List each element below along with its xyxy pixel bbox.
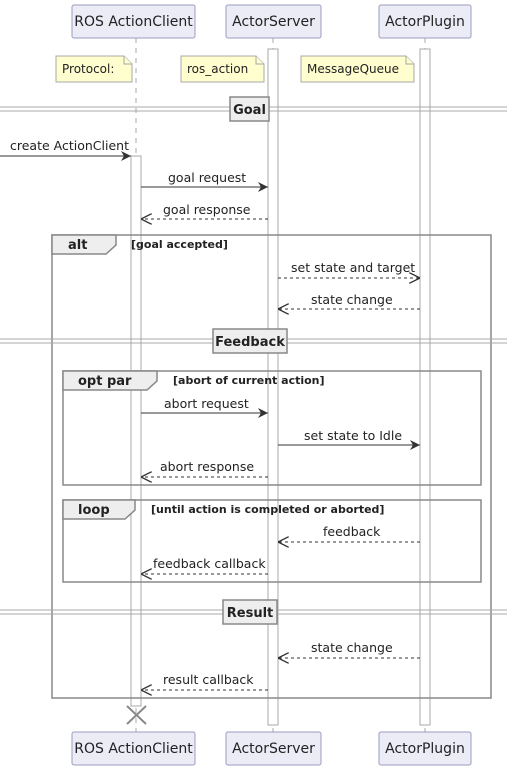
participant-top-server[interactable]: ActorServer [225, 4, 322, 39]
message-text: set state and target [291, 260, 415, 275]
message-text: abort request [164, 396, 249, 411]
message-text: state change [311, 640, 393, 655]
divider-label-goal: Goal [233, 103, 266, 118]
message-create-actionclient: create ActionClient [0, 138, 131, 161]
frame-guard-opt-par: [abort of current action] [173, 374, 325, 387]
participant-bottom-server[interactable]: ActorServer [225, 731, 322, 766]
note-protocol: Protocol: [55, 55, 133, 83]
note-text-protocol: Protocol: [62, 62, 114, 76]
frame-loop: loop [until action is completed or abort… [62, 499, 482, 583]
participant-bottom-plugin[interactable]: ActorPlugin [378, 731, 472, 766]
message-feedback: feedback [278, 524, 420, 542]
message-text: feedback [323, 524, 381, 539]
note-text-message-queue: MessageQueue [307, 62, 399, 76]
divider-result: Result [0, 599, 507, 625]
frame-label-alt: alt [68, 238, 87, 253]
activation-server [267, 48, 279, 726]
message-text: abort response [160, 459, 254, 474]
divider-label-feedback: Feedback [215, 335, 285, 350]
message-text: goal response [163, 202, 251, 217]
note-text-ros-action: ros_action [187, 62, 248, 76]
note-ros-action: ros_action [180, 55, 265, 83]
note-message-queue: MessageQueue [300, 55, 415, 83]
message-state-change-1: state change [278, 292, 420, 309]
frame-alt: alt [goal accepted] [51, 234, 492, 699]
message-abort-response: abort response [141, 459, 268, 477]
participant-label: ROS ActionClient [74, 741, 193, 757]
message-goal-response: goal response [141, 202, 268, 219]
message-text: create ActionClient [10, 138, 129, 153]
message-abort-request: abort request [141, 396, 268, 418]
activation-plugin [419, 48, 431, 726]
message-state-change-2: state change [278, 640, 420, 658]
participant-label: ActorServer [232, 741, 315, 757]
participant-label: ROS ActionClient [74, 14, 193, 30]
divider-goal: Goal [0, 96, 507, 122]
activations [130, 48, 431, 726]
frame-guard-loop: [until action is completed or aborted] [151, 503, 384, 516]
destroy-marker [126, 705, 147, 725]
message-text: result callback [163, 672, 254, 687]
message-text: set state to Idle [304, 428, 402, 443]
frame-guard-alt: [goal accepted] [131, 238, 228, 251]
messages: create ActionClient goal request goal re… [0, 138, 420, 690]
frame-opt-par: opt par [abort of current action] [62, 370, 482, 486]
message-text: state change [311, 292, 393, 307]
participant-top-client[interactable]: ROS ActionClient [71, 4, 196, 39]
message-result-callback: result callback [141, 672, 268, 690]
participant-label: ActorPlugin [385, 14, 465, 30]
participant-top-plugin[interactable]: ActorPlugin [378, 4, 472, 39]
message-set-state-and-target: set state and target [278, 260, 420, 278]
divider-label-result: Result [227, 606, 274, 621]
divider-feedback: Feedback [0, 328, 507, 354]
message-set-state-to-idle: set state to Idle [278, 428, 420, 450]
frame-label-loop: loop [78, 503, 110, 518]
activation-client [130, 155, 142, 707]
participant-label: ActorServer [232, 14, 315, 30]
message-text: feedback callback [153, 556, 266, 571]
message-goal-request: goal request [141, 170, 268, 192]
message-text: goal request [168, 170, 246, 185]
participant-label: ActorPlugin [385, 741, 465, 757]
participant-bottom-client[interactable]: ROS ActionClient [71, 731, 196, 766]
frame-label-opt-par: opt par [78, 374, 132, 389]
message-feedback-callback: feedback callback [141, 556, 268, 574]
